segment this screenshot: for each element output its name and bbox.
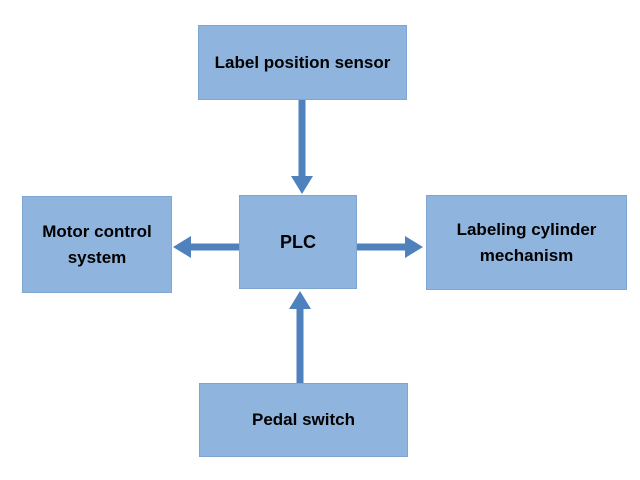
node-label: Pedal switch xyxy=(252,410,355,429)
arrow-sensor-to-plc xyxy=(291,100,313,194)
node-label: Motor control system xyxy=(42,221,152,267)
node-pedal-switch: Pedal switch xyxy=(199,383,408,457)
node-label: PLC xyxy=(280,232,316,252)
arrow-plc-to-cylinder xyxy=(357,236,423,258)
node-label: Labeling cylinder mechanism xyxy=(456,219,597,265)
node-labeling-cylinder-mechanism: Labeling cylinder mechanism xyxy=(426,195,627,290)
node-label: Label position sensor xyxy=(214,52,391,72)
node-motor-control-system: Motor control system xyxy=(22,196,172,293)
arrow-pedal-to-plc xyxy=(289,291,311,383)
arrow-plc-to-motor xyxy=(173,236,239,258)
node-plc: PLC xyxy=(239,195,357,289)
node-label-position-sensor: Label position sensor xyxy=(198,25,407,100)
